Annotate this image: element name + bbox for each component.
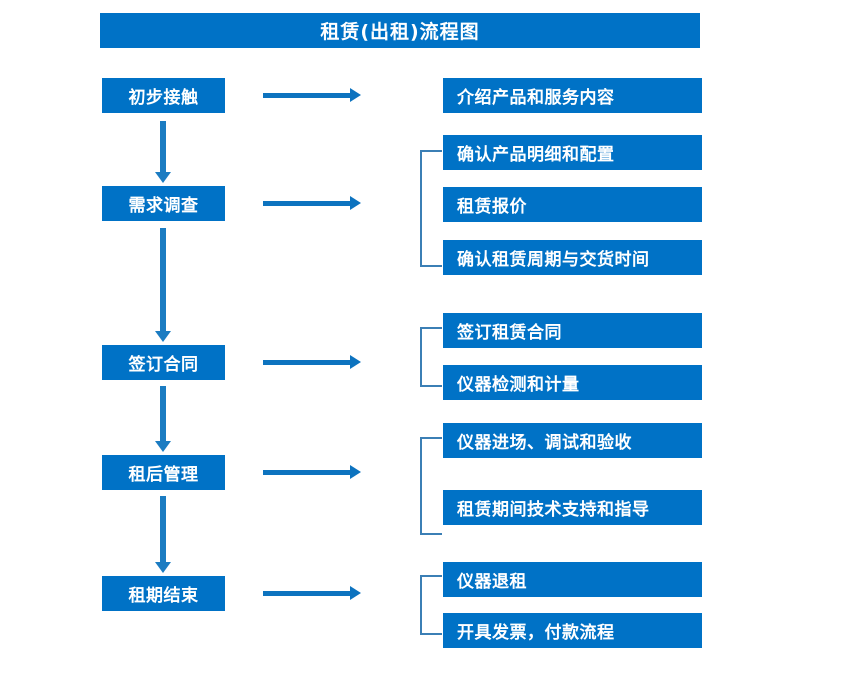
detail-box-technical-support[interactable]: 租赁期间技术支持和指导 xyxy=(443,490,702,525)
detail-box-instrument-installation[interactable]: 仪器进场、调试和验收 xyxy=(443,423,702,458)
arrow-shaft xyxy=(160,121,166,172)
detail-box-instrument-inspection[interactable]: 仪器检测和计量 xyxy=(443,365,702,400)
detail-box-confirm-product-spec[interactable]: 确认产品明细和配置 xyxy=(443,135,702,170)
page-title: 租赁(出租)流程图 xyxy=(100,13,700,48)
stage-box-initial-contact[interactable]: 初步接触 xyxy=(102,78,225,113)
stage-box-sign-contract[interactable]: 签订合同 xyxy=(102,345,225,380)
detail-box-introduce-products[interactable]: 介绍产品和服务内容 xyxy=(443,78,702,113)
arrow-head xyxy=(350,465,361,479)
arrow-head xyxy=(350,355,361,369)
detail-box-rental-quote[interactable]: 租赁报价 xyxy=(443,187,702,222)
stage-box-post-rental-management[interactable]: 租后管理 xyxy=(102,455,225,490)
detail-box-invoice-payment[interactable]: 开具发票，付款流程 xyxy=(443,613,702,648)
group-bracket-icon-requirement-survey xyxy=(420,150,442,267)
arrow-shaft xyxy=(160,228,166,331)
arrow-shaft xyxy=(263,93,351,98)
arrow-shaft xyxy=(263,591,351,596)
detail-box-instrument-return[interactable]: 仪器退租 xyxy=(443,562,702,597)
arrow-head xyxy=(155,562,171,573)
arrow-shaft xyxy=(160,386,166,441)
arrow-head xyxy=(350,88,361,102)
group-bracket-icon-sign-contract xyxy=(420,327,442,387)
group-bracket-icon-rental-end xyxy=(420,575,442,635)
down-arrow-icon-management-to-end xyxy=(155,496,171,573)
detail-box-sign-rental-contract[interactable]: 签订租赁合同 xyxy=(443,313,702,348)
arrow-head xyxy=(155,441,171,452)
arrow-head xyxy=(155,331,171,342)
right-arrow-icon-post-rental-management xyxy=(263,465,361,479)
right-arrow-icon-sign-contract xyxy=(263,355,361,369)
arrow-shaft xyxy=(263,201,351,206)
arrow-head xyxy=(350,196,361,210)
right-arrow-icon-rental-end xyxy=(263,586,361,600)
right-arrow-icon-initial-contact xyxy=(263,88,361,102)
detail-box-confirm-rental-period[interactable]: 确认租赁周期与交货时间 xyxy=(443,240,702,275)
group-bracket-icon-post-rental-management xyxy=(420,437,442,535)
arrow-shaft xyxy=(160,496,166,562)
down-arrow-icon-contact-to-survey xyxy=(155,121,171,183)
arrow-shaft xyxy=(263,470,351,475)
stage-box-requirement-survey[interactable]: 需求调查 xyxy=(102,186,225,221)
down-arrow-icon-contract-to-management xyxy=(155,386,171,452)
down-arrow-icon-survey-to-contract xyxy=(155,228,171,342)
arrow-head xyxy=(350,586,361,600)
arrow-head xyxy=(155,172,171,183)
arrow-shaft xyxy=(263,360,351,365)
stage-box-rental-end[interactable]: 租期结束 xyxy=(102,576,225,611)
right-arrow-icon-requirement-survey xyxy=(263,196,361,210)
